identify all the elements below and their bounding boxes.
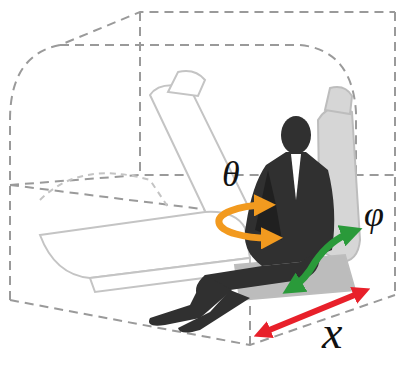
slide-arrow	[262, 292, 362, 333]
axis-symbol: φ	[364, 196, 384, 232]
cabin-outline	[10, 12, 395, 345]
axis-symbol: θ	[222, 156, 240, 192]
axis-symbol: x	[322, 310, 342, 356]
rotation-arrow	[219, 205, 272, 238]
person-silhouette	[149, 116, 334, 333]
empty-seat	[40, 71, 251, 292]
shirt	[291, 154, 301, 200]
tilt-arrow	[292, 232, 352, 288]
